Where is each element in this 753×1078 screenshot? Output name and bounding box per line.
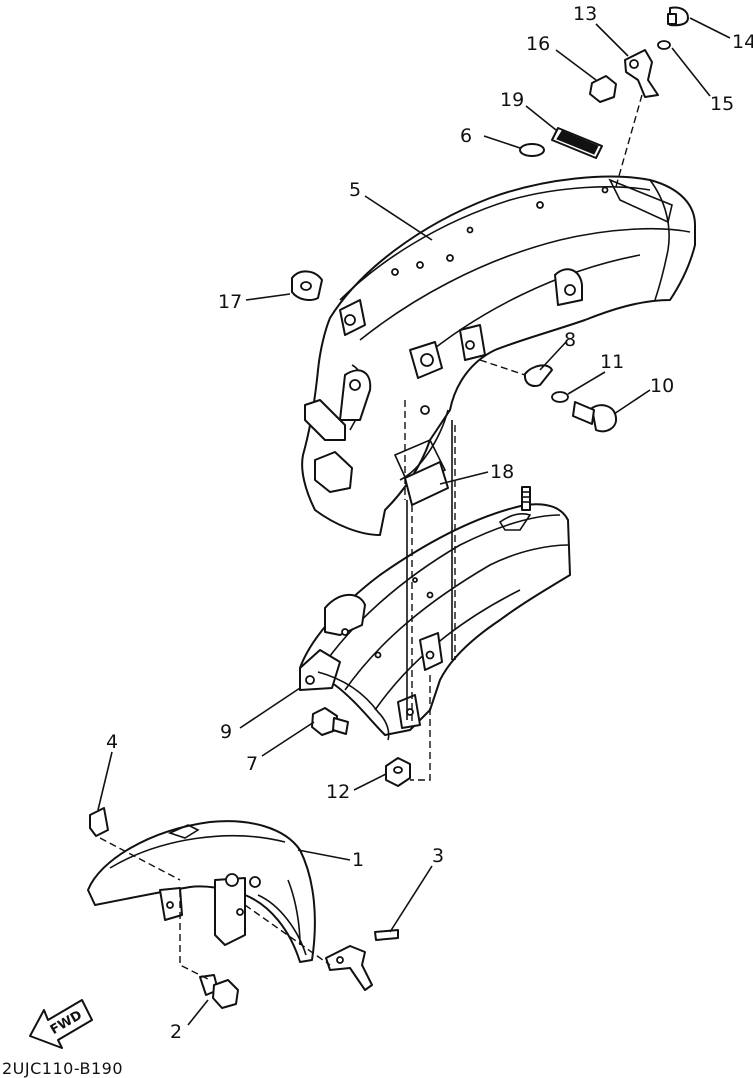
callout-14: 14 xyxy=(732,31,753,53)
front-fender xyxy=(87,820,316,963)
callout-18: 18 xyxy=(490,461,514,483)
callout-16: 16 xyxy=(526,33,550,55)
fwd-direction-arrow: FWD xyxy=(29,999,93,1049)
callout-19: 19 xyxy=(500,89,524,111)
callout-6: 6 xyxy=(460,125,472,147)
bolt-2 xyxy=(199,974,239,1009)
drawing-code: 2UJC110-B190 xyxy=(2,1059,123,1078)
bracket-13 xyxy=(624,49,659,98)
callout-17: 17 xyxy=(218,291,242,313)
callout-labels: 1 2 3 4 5 6 7 8 9 10 11 12 13 14 15 16 1… xyxy=(106,3,753,1043)
plate-8 xyxy=(523,364,553,387)
band-strip xyxy=(404,420,453,720)
rear-inner-fender xyxy=(299,486,571,741)
cap-16 xyxy=(589,75,617,103)
callout-4: 4 xyxy=(106,731,118,753)
rear-fender xyxy=(301,175,696,536)
leader-lines xyxy=(97,17,731,1026)
callout-10: 10 xyxy=(650,375,674,397)
washer-15 xyxy=(657,40,671,50)
nut-12 xyxy=(385,757,411,787)
callout-15: 15 xyxy=(710,93,734,115)
assembly-lines xyxy=(99,94,643,981)
washer-6 xyxy=(519,143,545,157)
clip-4 xyxy=(89,807,109,837)
screw-14 xyxy=(667,6,689,27)
callout-7: 7 xyxy=(246,753,258,775)
callout-5: 5 xyxy=(349,179,361,201)
callout-12: 12 xyxy=(326,781,350,803)
callout-9: 9 xyxy=(220,721,232,743)
bolt-10 xyxy=(572,401,618,433)
callout-8: 8 xyxy=(564,329,576,351)
washer-11 xyxy=(551,391,569,403)
callout-13: 13 xyxy=(573,3,597,25)
bolt-7 xyxy=(311,707,349,736)
emblem-19 xyxy=(551,127,603,159)
callout-2: 2 xyxy=(170,1021,182,1043)
callout-3: 3 xyxy=(432,845,444,867)
callout-1: 1 xyxy=(352,849,364,871)
bracket-3 xyxy=(325,929,399,991)
callout-11: 11 xyxy=(600,351,624,373)
grommet-17 xyxy=(291,270,323,301)
